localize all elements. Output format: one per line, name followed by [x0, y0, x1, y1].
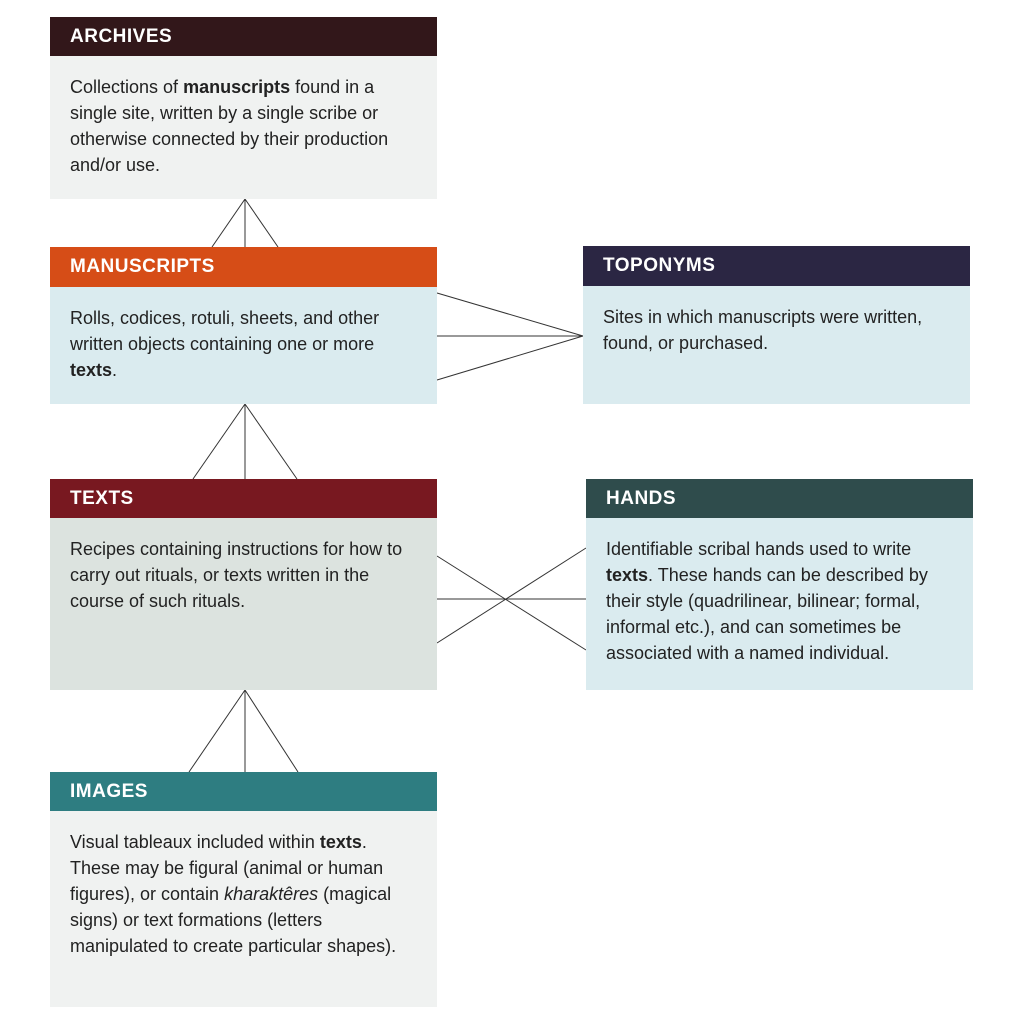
entity-hands-description: Identifiable scribal hands used to write…	[586, 518, 973, 690]
entity-toponyms-title: TOPONYMS	[583, 246, 970, 286]
entity-texts-title: TEXTS	[50, 479, 437, 518]
text-run: .	[112, 360, 118, 380]
entity-texts-description: Recipes containing instructions for how …	[50, 518, 437, 690]
entity-images-title: IMAGES	[50, 772, 437, 811]
connector-toponyms-manuscripts	[436, 292, 584, 381]
entity-manuscripts: MANUSCRIPTS Rolls, codices, rotuli, shee…	[50, 247, 437, 404]
text-run: . These hands can be described by their …	[606, 565, 928, 663]
entity-manuscripts-title: MANUSCRIPTS	[50, 247, 437, 287]
connector-texts-hands	[436, 547, 587, 651]
text-run: Collections of	[70, 77, 184, 97]
text-run: (magical signs) or text formations (lett…	[70, 884, 397, 956]
entity-images: IMAGES Visual tableaux included within t…	[50, 772, 437, 1007]
bold-term: texts	[70, 360, 113, 380]
connector-texts-images	[188, 689, 299, 773]
connector-manuscripts-texts	[192, 403, 298, 480]
text-run: Recipes containing instructions for how …	[70, 539, 403, 611]
text-run: Rolls, codices, rotuli, sheets, and othe…	[70, 308, 380, 354]
entity-images-description: Visual tableaux included within texts. T…	[50, 811, 437, 1007]
bold-term: manuscripts	[183, 77, 291, 97]
entity-archives: ARCHIVES Collections of manuscripts foun…	[50, 17, 437, 199]
text-run: found in a single site, written by a sin…	[70, 77, 389, 175]
entity-hands: HANDS Identifiable scribal hands used to…	[586, 479, 973, 690]
entity-archives-title: ARCHIVES	[50, 17, 437, 56]
text-run: Identifiable scribal hands used to write	[606, 539, 912, 559]
entity-hands-title: HANDS	[586, 479, 973, 518]
text-run: . These may be figural (animal or human …	[70, 832, 384, 904]
bold-term: texts	[606, 565, 649, 585]
entity-toponyms: TOPONYMS Sites in which manuscripts were…	[583, 246, 970, 404]
entity-texts: TEXTS Recipes containing instructions fo…	[50, 479, 437, 690]
entity-manuscripts-description: Rolls, codices, rotuli, sheets, and othe…	[50, 287, 437, 404]
bold-term: texts	[319, 832, 362, 852]
italic-term: kharaktêres	[224, 884, 319, 904]
text-run: Visual tableaux included within	[70, 832, 320, 852]
text-run: Sites in which manuscripts were written,…	[603, 307, 923, 353]
connector-archives-manuscripts	[211, 198, 279, 248]
entity-toponyms-description: Sites in which manuscripts were written,…	[583, 286, 970, 404]
entity-archives-description: Collections of manuscripts found in a si…	[50, 56, 437, 199]
